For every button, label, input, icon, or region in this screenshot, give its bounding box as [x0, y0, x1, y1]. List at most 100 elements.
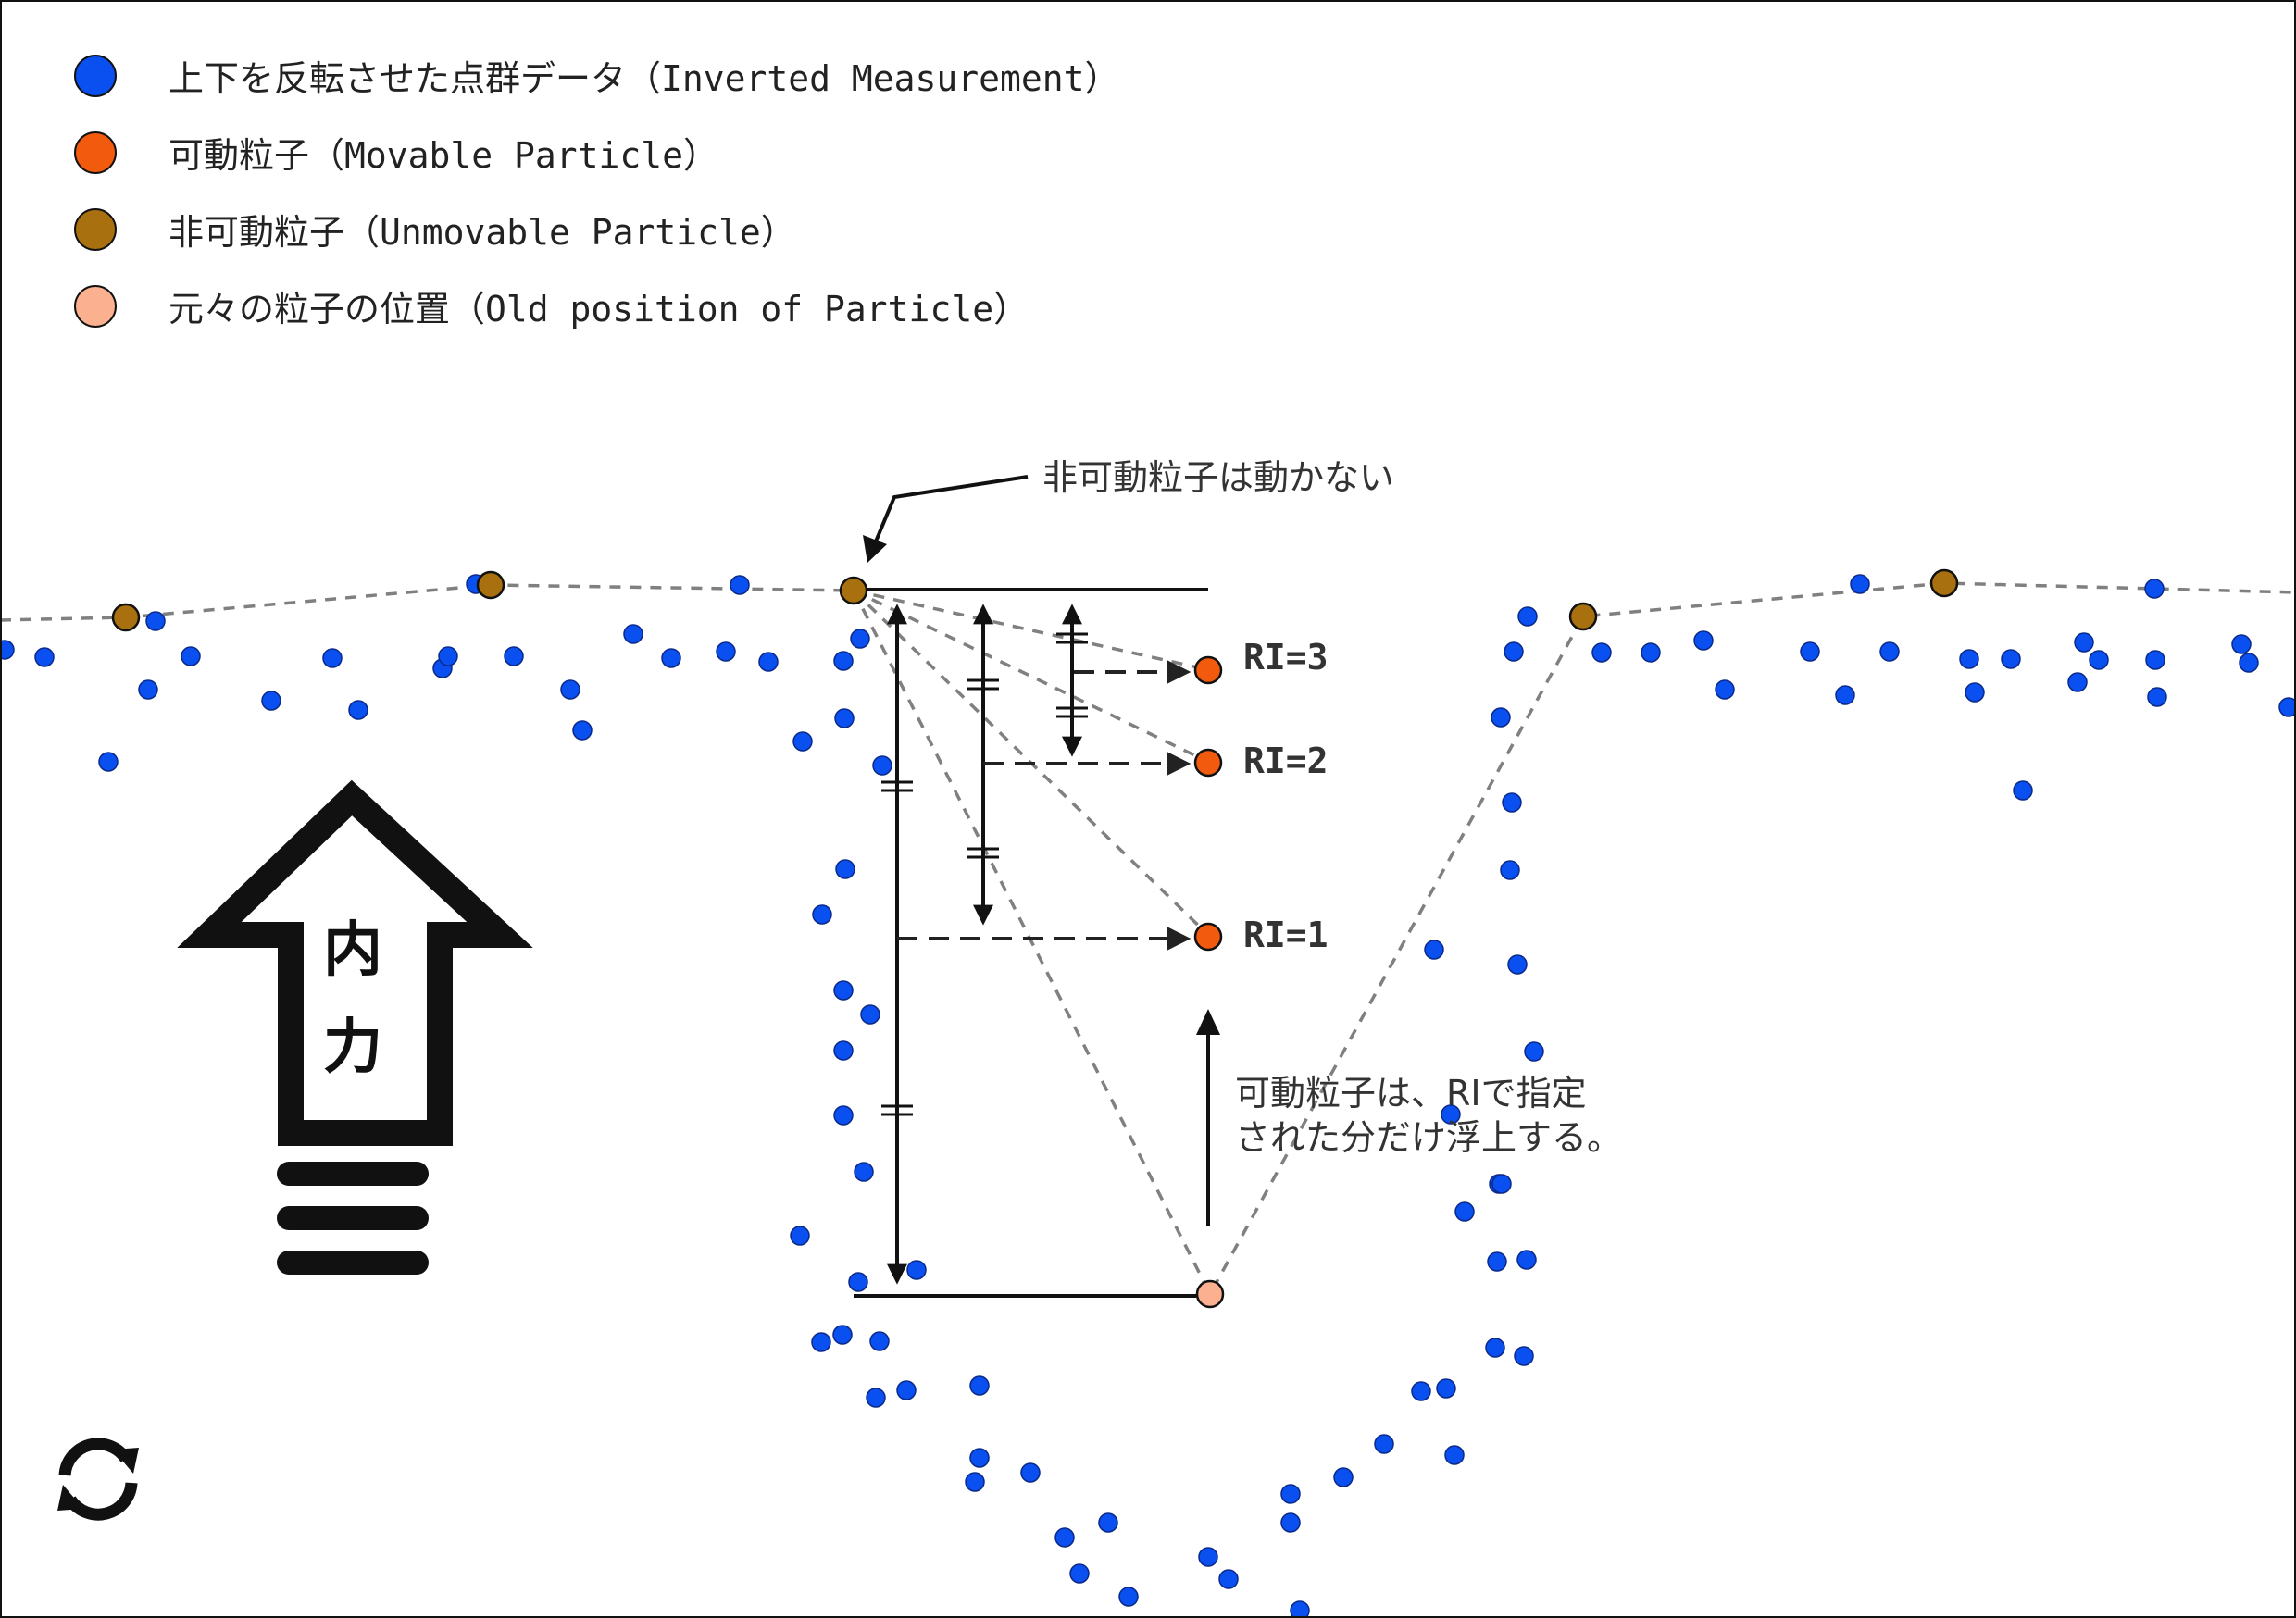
unmovable-note: 非可動粒子は動かない — [1042, 457, 1395, 498]
measurement-point — [833, 651, 854, 671]
ri-label-2: RI=2 — [1243, 741, 1329, 781]
measurement-point — [1835, 685, 1855, 705]
measurement-point — [969, 1375, 990, 1396]
measurement-point — [1441, 1104, 1461, 1125]
movable-note-line1: 可動粒子は、RIで指定 — [1235, 1073, 1587, 1114]
measurement-point — [1591, 642, 1612, 663]
measurement-point — [322, 648, 343, 668]
measurement-point — [833, 1105, 854, 1126]
measurement-point — [348, 700, 368, 720]
legend-item: 元々の粒子の位置（Old position of Particle） — [74, 268, 1120, 344]
measurement-point — [1641, 642, 1661, 663]
measurement-point — [716, 641, 736, 662]
legend-item: 可動粒子（Movable Particle） — [74, 114, 1120, 191]
measurement-point — [145, 611, 166, 631]
reference-lines — [854, 588, 1208, 1298]
measurement-point — [2239, 653, 2259, 673]
movable-particle-ri1 — [1193, 922, 1223, 952]
measurement-point — [34, 647, 55, 667]
up-arrow-icon — [177, 779, 533, 1146]
measurement-point — [790, 1226, 810, 1246]
measurement-point — [1850, 574, 1870, 594]
force-label-char2: 力 — [323, 1014, 382, 1082]
measurement-point — [1411, 1381, 1431, 1401]
measurement-point — [1715, 679, 1735, 700]
measurement-point — [1098, 1512, 1118, 1533]
inverted-measurement-points — [0, 574, 2296, 1618]
measurement-point — [1504, 641, 1524, 662]
measurement-point — [2013, 780, 2033, 801]
measurement-point — [1218, 1569, 1239, 1589]
measurement-point — [1444, 1445, 1465, 1465]
measurement-point — [872, 755, 892, 776]
measurement-point — [1500, 860, 1520, 880]
measurement-point — [2147, 687, 2167, 707]
ri-label-3: RI=3 — [1243, 637, 1329, 678]
measurement-point — [438, 646, 458, 666]
legend-label: 上下を反転させた点群データ（Inverted Measurement） — [168, 58, 1120, 99]
measurement-point — [1959, 649, 1979, 669]
measurement-point — [965, 1472, 985, 1492]
measurement-point — [850, 629, 870, 649]
measurement-point — [854, 1162, 874, 1182]
ri-label-1: RI=1 — [1243, 915, 1329, 955]
measurement-point — [560, 679, 580, 700]
measurement-point — [2067, 672, 2088, 692]
measurement-point — [832, 1325, 853, 1345]
refresh-icon[interactable] — [48, 1429, 148, 1529]
measurement-point — [1020, 1462, 1041, 1483]
measurement-point — [98, 752, 119, 772]
measurement-point — [504, 646, 524, 666]
measurement-point — [792, 731, 813, 752]
measurement-point — [1054, 1527, 1075, 1548]
measurement-point — [1516, 1250, 1537, 1270]
measurement-point — [812, 904, 832, 925]
legend-label: 非可動粒子（Unmovable Particle） — [168, 212, 796, 253]
measurement-point — [1436, 1378, 1456, 1399]
movable-particles — [1193, 655, 1223, 952]
measurement-point — [860, 1004, 880, 1025]
measurement-point — [181, 646, 201, 666]
measurement-point — [2089, 650, 2109, 670]
measurement-point — [835, 859, 855, 879]
force-label-char1: 内 — [323, 916, 382, 985]
measurement-point — [1502, 792, 1522, 813]
measurement-point — [811, 1332, 831, 1352]
measurement-point — [2074, 632, 2094, 653]
triple-bar-icon — [277, 1162, 429, 1275]
measurement-point — [2231, 634, 2252, 654]
measurement-point — [2144, 579, 2165, 599]
measurement-point — [1374, 1434, 1394, 1454]
measurement-point — [0, 640, 15, 660]
measurement-point — [1517, 606, 1538, 627]
measurement-point — [1800, 641, 1820, 662]
unmovable-particles — [111, 568, 1959, 632]
measurement-point — [2145, 650, 2165, 670]
unmovable-callout-arrow — [863, 475, 1029, 563]
measurement-point — [1280, 1512, 1301, 1533]
measurement-point — [1491, 707, 1511, 728]
measurement-point — [1514, 1346, 1534, 1366]
measurement-point — [1485, 1338, 1505, 1358]
measurement-point — [1069, 1563, 1090, 1584]
movable-note-line2: された分だけ浮上する。 — [1235, 1117, 1623, 1158]
measurement-point — [866, 1388, 886, 1408]
measurement-point — [834, 708, 855, 728]
measurement-point — [2001, 649, 2021, 669]
legend-label: 可動粒子（Movable Particle） — [168, 135, 719, 176]
measurement-point — [138, 679, 158, 700]
measurement-point — [758, 652, 779, 672]
measurement-point — [1280, 1484, 1301, 1504]
measurement-point — [833, 980, 854, 1001]
measurement-point — [2278, 697, 2296, 717]
legend-item: 非可動粒子（Unmovable Particle） — [74, 191, 1120, 268]
measurement-point — [833, 1040, 854, 1061]
measurement-point — [1424, 940, 1444, 960]
measurement-point — [1487, 1251, 1507, 1272]
measurement-point — [1454, 1201, 1475, 1222]
measurement-point — [1198, 1547, 1218, 1567]
measurement-point — [969, 1448, 990, 1468]
legend-dot-movable — [74, 131, 117, 174]
ri-height-arrows — [887, 604, 1082, 1285]
